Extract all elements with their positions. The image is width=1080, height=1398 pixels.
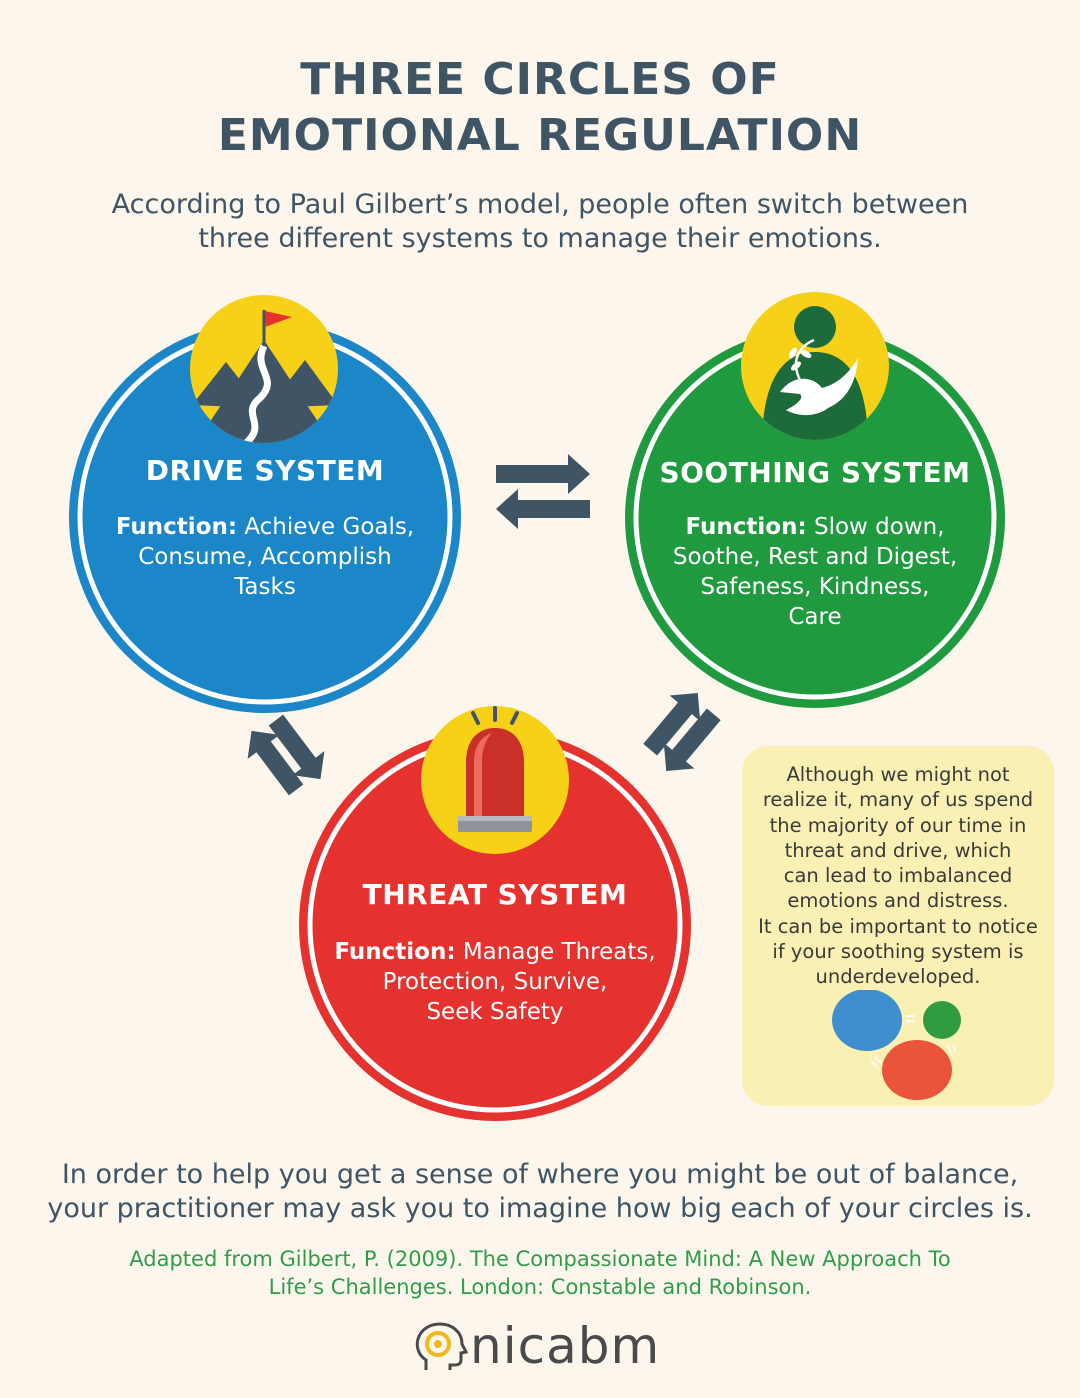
head-spiral-icon xyxy=(415,1322,468,1370)
double-arrow-drive-soothing xyxy=(496,454,590,529)
drive-function-line-1: Achieve Goals, xyxy=(237,514,415,540)
mini-circles-illustration xyxy=(832,990,961,1100)
threat-function-line-2: Protection, Survive, xyxy=(382,969,608,995)
note-line: underdeveloped. xyxy=(815,965,981,989)
mini-drive-circle xyxy=(832,990,902,1051)
soothing-function-line-1: Slow down, xyxy=(806,514,945,540)
logo-text: nicabm xyxy=(470,1317,661,1375)
note-line: It can be important to notice xyxy=(758,914,1038,938)
note-line: the majority of our time in xyxy=(769,813,1027,837)
soothing-function-line-4: Care xyxy=(788,604,842,630)
subtitle-line-2: three different systems to manage their … xyxy=(198,223,882,254)
note-line: threat and drive, which xyxy=(784,838,1012,862)
citation-line-2: Life’s Challenges. London: Constable and… xyxy=(268,1275,812,1299)
double-arrow-drive-threat xyxy=(247,714,325,796)
page-title-line-2: EMOTIONAL REGULATION xyxy=(217,110,863,161)
soothing-function-line-3: Safeness, Kindness, xyxy=(700,574,930,600)
citation-line-1: Adapted from Gilbert, P. (2009). The Com… xyxy=(129,1247,951,1271)
dove-hands-icon xyxy=(741,292,889,440)
soothing-function-label: Function: xyxy=(685,514,807,540)
threat-function-line-1: Manage Threats, xyxy=(455,939,656,965)
soothing-system-title: SOOTHING SYSTEM xyxy=(659,456,971,489)
mini-soothing-circle xyxy=(923,1001,961,1039)
drive-function-label: Function: xyxy=(115,514,238,540)
threat-function-label: Function: xyxy=(334,939,456,965)
note-line: emotions and distress. xyxy=(787,889,1009,913)
drive-function-line-3: Tasks xyxy=(234,574,296,600)
note-text: Although we might not realize it, many o… xyxy=(742,762,1054,990)
soothing-function-text: Function: Slow down, Soothe, Rest and Di… xyxy=(650,512,980,632)
note-line: can lead to imbalanced xyxy=(783,864,1013,888)
note-line: realize it, many of us spend xyxy=(762,788,1034,812)
drive-system-title: DRIVE SYSTEM xyxy=(145,454,385,487)
threat-function-line-3: Seek Safety xyxy=(426,999,564,1025)
alarm-siren-icon xyxy=(421,706,569,854)
equals-sign-icon xyxy=(906,1015,915,1022)
equals-sign-icon xyxy=(870,1056,882,1068)
note-line: if your soothing system is xyxy=(772,940,1024,964)
double-arrow-soothing-threat xyxy=(643,693,721,771)
subtitle-line-1: According to Paul Gilbert’s model, peopl… xyxy=(111,189,969,220)
mini-threat-circle xyxy=(882,1040,952,1100)
drive-function-line-2: Consume, Accomplish xyxy=(138,544,392,570)
page-title-line-1: THREE CIRCLES OF xyxy=(300,54,780,105)
note-line: Although we might not xyxy=(786,763,1010,786)
equals-sign-icon xyxy=(947,1043,957,1054)
threat-system-title: THREAT SYSTEM xyxy=(362,878,628,911)
bottom-text-line-1: In order to help you get a sense of wher… xyxy=(61,1159,1019,1190)
drive-function-text: Function: Achieve Goals, Consume, Accomp… xyxy=(90,512,440,602)
threat-function-text: Function: Manage Threats, Protection, Su… xyxy=(320,937,670,1027)
soothing-function-line-2: Soothe, Rest and Digest, xyxy=(672,544,958,570)
mountain-flag-icon xyxy=(190,295,338,443)
bottom-text-line-2: your practitioner may ask you to imagine… xyxy=(47,1193,1033,1224)
